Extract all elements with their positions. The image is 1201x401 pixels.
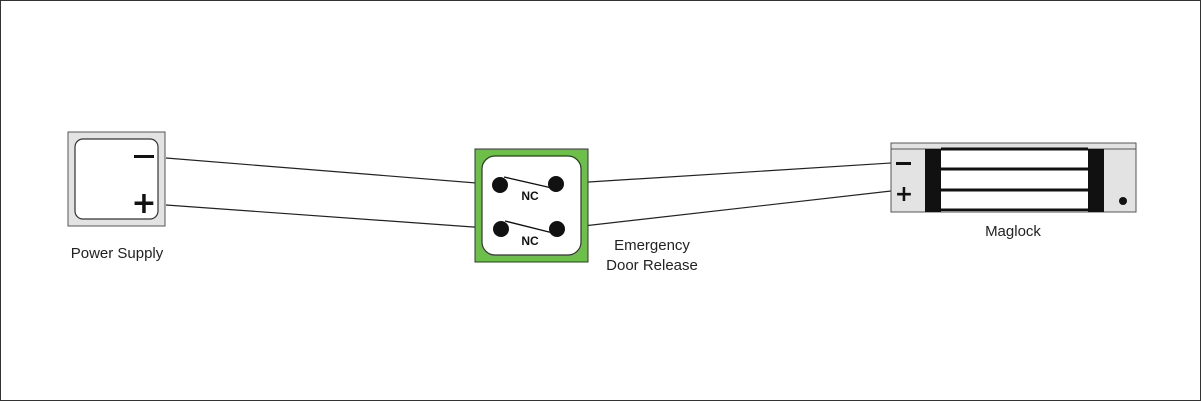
wire-release-to-maglock-negative <box>556 162 892 185</box>
contact-bottom-label: NC <box>521 234 539 248</box>
wire-psu-positive-to-release <box>165 204 502 230</box>
door-release-label-line1: Emergency <box>614 237 690 254</box>
contact-top-label: NC <box>521 189 539 203</box>
door-release-label-line2: Door Release <box>606 257 698 274</box>
wire-release-to-maglock-positive <box>556 190 892 230</box>
maglock-negative-terminal <box>896 162 911 165</box>
power-supply-face <box>74 138 159 220</box>
maglock-right-clamp <box>1088 149 1104 212</box>
power-supply: + Power Supply <box>67 131 166 262</box>
power-supply-negative-terminal <box>134 155 154 158</box>
power-supply-label: Power Supply <box>71 245 164 262</box>
contact-bottom-left-terminal <box>493 221 509 237</box>
contact-top-switch <box>503 176 553 189</box>
maglock-positive-terminal: + <box>895 182 913 207</box>
contact-top-right-terminal <box>548 176 564 192</box>
power-supply-positive-terminal: + <box>131 186 156 221</box>
emergency-door-release: NC NC Emergency Door Release <box>474 148 698 274</box>
contact-top-left-terminal <box>492 177 508 193</box>
maglock-label: Maglock <box>985 223 1041 240</box>
maglock-core <box>941 149 1088 212</box>
wire-psu-negative-to-release <box>165 157 502 186</box>
contact-bottom-switch <box>504 220 554 234</box>
contact-bottom-right-terminal <box>549 221 565 237</box>
maglock-indicator-dot <box>1119 197 1127 205</box>
maglock-left-clamp <box>925 149 941 212</box>
maglock: + Maglock <box>890 142 1137 240</box>
